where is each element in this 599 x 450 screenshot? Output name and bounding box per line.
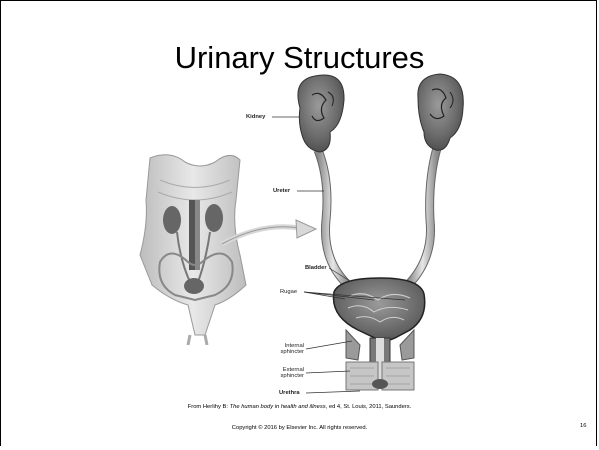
source-prefix: From Herlihy B: bbox=[188, 404, 230, 410]
label-rugae: Rugae bbox=[280, 289, 297, 295]
label-external-sphincter-line2: sphincter bbox=[280, 373, 304, 379]
source-book-title: The human body in health and illness bbox=[230, 404, 326, 410]
kidney-left bbox=[298, 75, 344, 152]
kidney-right bbox=[418, 74, 463, 150]
label-external-sphincter: External sphincter bbox=[268, 367, 304, 379]
urethra-structure bbox=[346, 330, 414, 390]
label-bladder: Bladder bbox=[305, 265, 327, 271]
label-urethra: Urethra bbox=[279, 390, 300, 396]
label-internal-sphincter: Internal sphincter bbox=[268, 343, 304, 355]
source-citation: From Herlihy B: The human body in health… bbox=[0, 404, 599, 410]
label-ureter: Ureter bbox=[273, 188, 290, 194]
copyright-notice: Copyright © 2016 by Elsevier Inc. All ri… bbox=[0, 425, 599, 431]
label-internal-sphincter-line2: sphincter bbox=[280, 349, 304, 355]
label-kidney: Kidney bbox=[246, 114, 265, 120]
torso-illustration bbox=[140, 155, 246, 345]
page-number: 16 bbox=[580, 423, 586, 429]
source-suffix: , ed 4, St. Louis, 2011, Saunders. bbox=[326, 404, 412, 410]
ureters bbox=[318, 148, 437, 285]
